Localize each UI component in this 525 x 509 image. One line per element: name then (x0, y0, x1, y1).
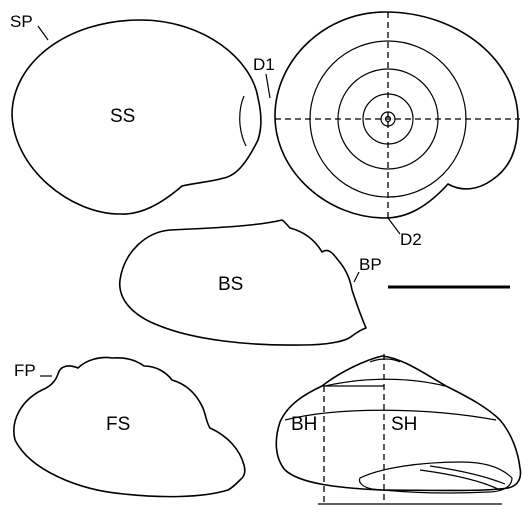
suture-apex (369, 358, 401, 363)
shell-aperture-curve (239, 95, 247, 147)
sp-leader-line (37, 25, 49, 41)
panel-shell-silhouette: SP SS (10, 12, 262, 215)
panel-lateral-view: BH SH (275, 354, 522, 505)
panel-frontal-silhouette: FP FS (13, 356, 246, 498)
lateral-shell-outline (275, 355, 522, 492)
basal-silhouette-outline (118, 219, 367, 346)
suture-2 (284, 409, 497, 421)
fp-label: FP (14, 361, 36, 380)
d2-leader-line (387, 217, 401, 235)
ss-label: SS (110, 106, 135, 127)
bs-label: BS (218, 274, 243, 295)
d2-label: D2 (400, 230, 422, 249)
suture-1 (324, 378, 446, 387)
shell-silhouette-outline (11, 19, 262, 215)
bp-leader-line (353, 271, 360, 283)
apical-outline (274, 11, 519, 219)
d1-leader-line (265, 73, 271, 99)
sh-label: SH (391, 414, 417, 435)
aperture-lip-line (419, 469, 501, 491)
bp-label: BP (359, 255, 382, 274)
panel-basal-silhouette: BP BS (118, 219, 382, 346)
panel-apical-view: D1 D2 (253, 11, 520, 249)
d1-label: D1 (253, 55, 275, 74)
frontal-silhouette-outline (13, 356, 246, 498)
fs-label: FS (106, 414, 130, 435)
aperture-lip-line-2 (429, 465, 506, 485)
bh-label: BH (291, 414, 317, 435)
sp-label: SP (10, 12, 33, 31)
aperture-outline (358, 461, 513, 494)
